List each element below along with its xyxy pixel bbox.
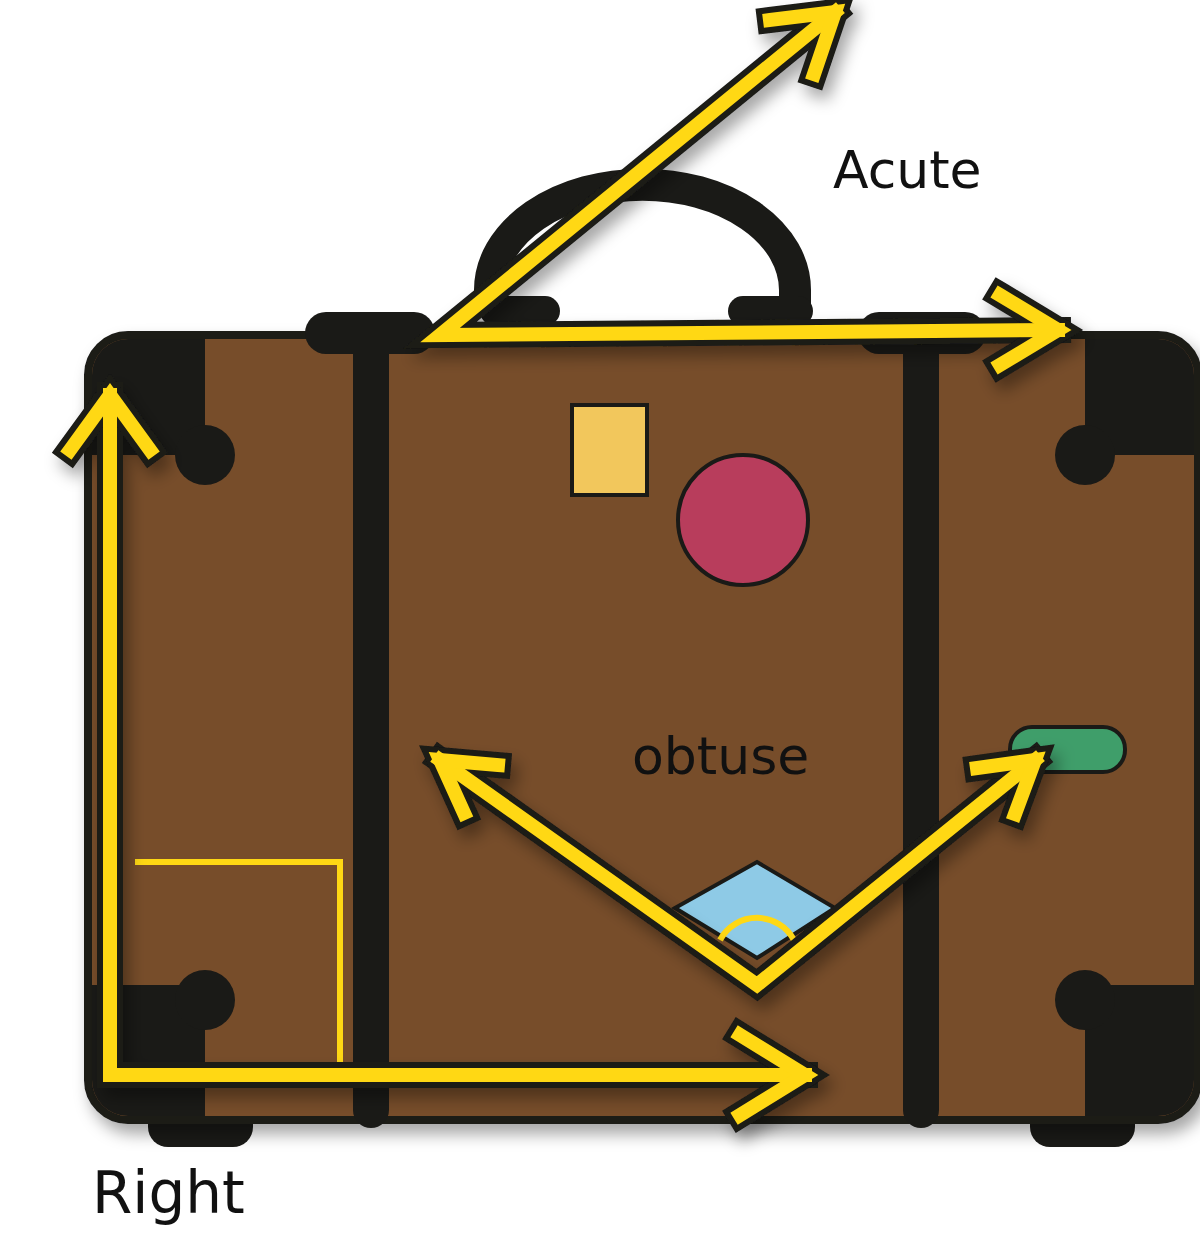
- right-angle-marker: [135, 862, 340, 1062]
- angle-arrows: [70, 12, 1058, 1115]
- suitcase-body: [88, 335, 1198, 1120]
- strap: [353, 328, 389, 1128]
- red-sticker: [678, 455, 808, 585]
- angle-label: Acute: [833, 142, 982, 199]
- corner-guards: [92, 339, 1194, 1116]
- angle-label: obtuse: [632, 728, 809, 785]
- angle-label: Right: [92, 1162, 245, 1226]
- strap: [903, 328, 939, 1128]
- angle-arrows-outline: [70, 12, 1058, 1115]
- yellow-sticker: [572, 405, 647, 495]
- angle-arc: [720, 918, 794, 940]
